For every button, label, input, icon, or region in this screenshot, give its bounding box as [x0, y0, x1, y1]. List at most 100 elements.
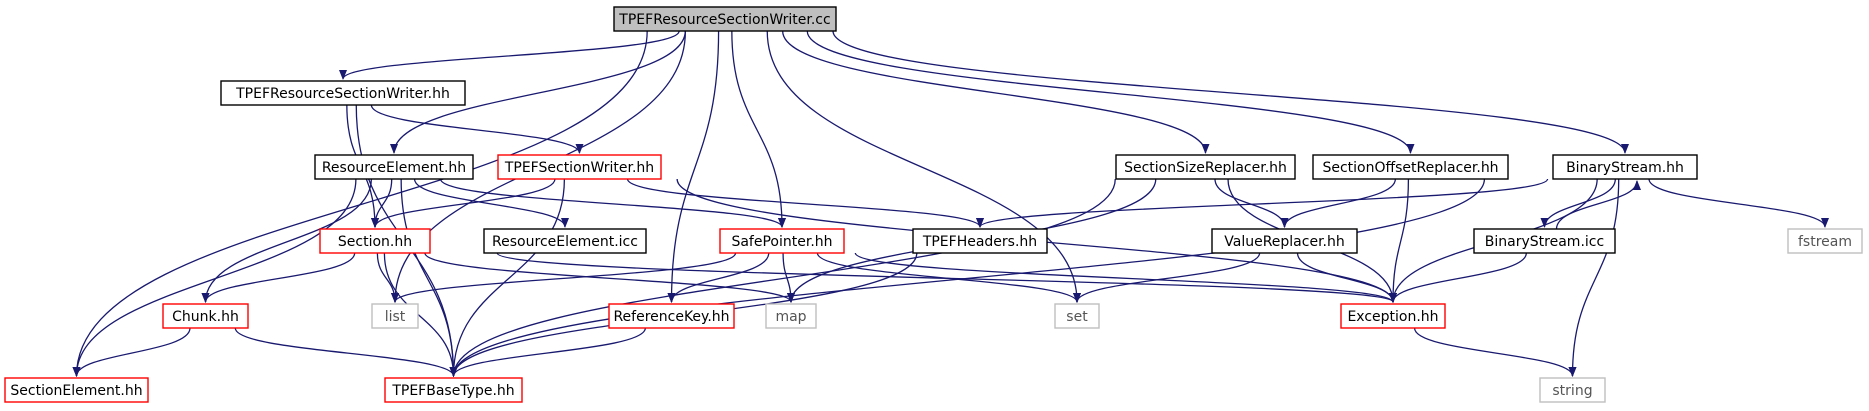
node-string-label: string [1552, 383, 1592, 399]
edge-root-to-seh [72, 30, 648, 377]
node-set-box[interactable] [1054, 303, 1100, 329]
node-bsicc-box[interactable] [1473, 228, 1616, 254]
edge-sechh-to-map [424, 252, 795, 303]
edge-bsicc-to-bshh [1555, 180, 1641, 230]
node-root-box[interactable] [613, 6, 837, 32]
node-sor-box[interactable] [1312, 154, 1509, 180]
node-seh-box[interactable] [4, 377, 149, 403]
node-sor-label: SectionOffsetReplacer.hh [1322, 160, 1498, 176]
edge-bshh-to-tphh [976, 178, 1549, 228]
node-map[interactable]: map [765, 303, 817, 329]
node-ssr-box[interactable] [1115, 154, 1296, 180]
node-tbt[interactable]: TPEFBaseType.hh [384, 377, 523, 403]
node-tphh-label: TPEFHeaders.hh [922, 234, 1037, 250]
edge-tswhh-to-sechh [371, 178, 556, 228]
node-vrhh[interactable]: ValueReplacer.hh [1211, 228, 1358, 254]
node-tphh[interactable]: TPEFHeaders.hh [912, 228, 1048, 254]
edge-sphh-to-list [391, 252, 737, 303]
node-vrhh-box[interactable] [1211, 228, 1358, 254]
node-resicc-label: ResourceElement.icc [492, 234, 638, 250]
node-resicc-box[interactable] [483, 228, 647, 254]
node-map-label: map [775, 309, 806, 325]
edge-chunk-to-tbt [234, 327, 458, 377]
node-string[interactable]: string [1539, 377, 1606, 403]
edge-rswhh-to-tswhh [370, 104, 584, 154]
node-fstream-box[interactable] [1787, 228, 1863, 254]
node-sphh-label: SafePointer.hh [731, 234, 832, 250]
node-chunk-label: Chunk.hh [172, 309, 239, 325]
edge-reshh-to-resicc [413, 178, 569, 228]
node-tphh-box[interactable] [912, 228, 1048, 254]
node-rkhh-box[interactable] [608, 303, 735, 329]
edge-exc-to-string [1413, 327, 1577, 377]
edge-bshh-to-tbt [449, 178, 1486, 377]
node-sechh[interactable]: Section.hh [319, 228, 431, 254]
node-root[interactable]: TPEFResourceSectionWriter.cc [613, 6, 837, 32]
edge-chunk-to-seh [72, 327, 191, 377]
node-list-label: list [385, 309, 406, 325]
node-set-label: set [1066, 309, 1088, 325]
node-set[interactable]: set [1054, 303, 1100, 329]
node-sechh-label: Section.hh [338, 234, 412, 250]
node-reshh[interactable]: ResourceElement.hh [314, 154, 474, 180]
node-rswhh[interactable]: TPEFResourceSectionWriter.hh [220, 80, 466, 106]
node-sor[interactable]: SectionOffsetReplacer.hh [1312, 154, 1509, 180]
node-map-box[interactable] [765, 303, 817, 329]
node-rswhh-label: TPEFResourceSectionWriter.hh [235, 86, 450, 102]
edge-sphh-to-set [816, 252, 1081, 303]
edge-root-to-set [766, 30, 1081, 303]
node-rswhh-box[interactable] [220, 80, 466, 106]
edge-root-to-bshh [832, 30, 1629, 154]
node-ssr-label: SectionSizeReplacer.hh [1124, 160, 1287, 176]
nodes-layer: TPEFResourceSectionWriter.ccTPEFResource… [4, 6, 1863, 403]
node-tbt-box[interactable] [384, 377, 523, 403]
edge-sphh-to-rkhh [667, 252, 770, 303]
edge-rkhh-to-tbt [449, 327, 646, 377]
node-exc-box[interactable] [1340, 303, 1446, 329]
edge-reshh-to-sphh [439, 178, 786, 228]
node-resicc[interactable]: ResourceElement.icc [483, 228, 647, 254]
node-tswhh[interactable]: TPEFSectionWriter.hh [497, 154, 662, 180]
node-list[interactable]: list [371, 303, 419, 329]
edge-root-to-sor [806, 30, 1415, 154]
node-vrhh-label: ValueReplacer.hh [1224, 234, 1345, 250]
edge-reshh-to-seh [72, 178, 357, 377]
edge-vrhh-to-set [1073, 252, 1261, 303]
edge-root-to-rkhh [667, 30, 720, 303]
node-bshh-box[interactable] [1552, 154, 1698, 180]
node-fstream[interactable]: fstream [1787, 228, 1863, 254]
node-sechh-box[interactable] [319, 228, 431, 254]
node-sphh-box[interactable] [719, 228, 845, 254]
edge-root-to-sphh [731, 30, 786, 228]
node-sphh[interactable]: SafePointer.hh [719, 228, 845, 254]
node-bsicc-label: BinaryStream.icc [1485, 234, 1604, 250]
node-list-box[interactable] [371, 303, 419, 329]
node-bsicc[interactable]: BinaryStream.icc [1473, 228, 1616, 254]
node-rkhh-label: ReferenceKey.hh [613, 309, 729, 325]
edge-sor-to-vrhh [1280, 178, 1397, 228]
edge-sechh-to-tbt [383, 252, 458, 377]
node-exc-label: Exception.hh [1347, 309, 1438, 325]
node-reshh-label: ResourceElement.hh [322, 160, 466, 176]
node-root-label: TPEFResourceSectionWriter.cc [618, 12, 830, 28]
node-string-box[interactable] [1539, 377, 1606, 403]
edge-bshh-to-string [1568, 178, 1620, 377]
node-tswhh-label: TPEFSectionWriter.hh [504, 160, 654, 176]
node-chunk[interactable]: Chunk.hh [162, 303, 249, 329]
node-fstream-label: fstream [1798, 234, 1852, 250]
node-bshh[interactable]: BinaryStream.hh [1552, 154, 1698, 180]
edge-ssr-to-tbt [449, 178, 1116, 377]
edge-tswhh-to-tphh [626, 178, 984, 228]
edge-bshh-to-fstream [1648, 178, 1829, 228]
node-chunk-box[interactable] [162, 303, 249, 329]
edge-reshh-to-tbt [400, 178, 458, 377]
edge-tswhh-to-tbt [449, 178, 566, 377]
node-seh[interactable]: SectionElement.hh [4, 377, 149, 403]
node-exc[interactable]: Exception.hh [1340, 303, 1446, 329]
node-ssr[interactable]: SectionSizeReplacer.hh [1115, 154, 1296, 180]
node-tswhh-box[interactable] [497, 154, 662, 180]
node-bshh-label: BinaryStream.hh [1566, 160, 1684, 176]
edge-root-to-rswhh [339, 30, 680, 80]
node-reshh-box[interactable] [314, 154, 474, 180]
node-rkhh[interactable]: ReferenceKey.hh [608, 303, 735, 329]
